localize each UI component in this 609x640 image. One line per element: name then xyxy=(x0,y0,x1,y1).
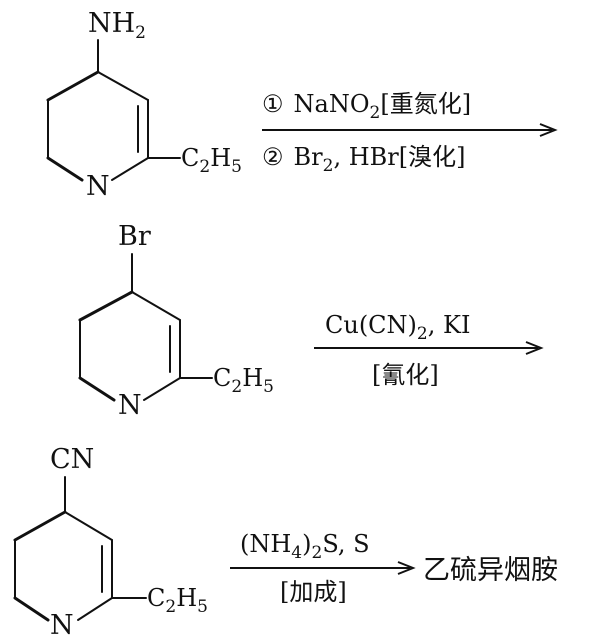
bond-line xyxy=(78,376,116,402)
bond-line xyxy=(46,156,84,182)
arrow-head xyxy=(539,123,558,137)
arrow-head xyxy=(525,341,544,355)
cyano-group-label: CN xyxy=(50,444,94,475)
bond-line xyxy=(78,290,134,322)
bond-line xyxy=(111,157,149,181)
reaction-arrow-2: Cu(CN)2, KI [氰化] xyxy=(314,311,544,389)
ring-nitrogen-label: N xyxy=(118,390,142,421)
ring-nitrogen-label: N xyxy=(50,610,74,640)
bond-line xyxy=(77,597,113,621)
molecule-4-bromo-2-ethylpyridine: Br N C2H5 xyxy=(78,221,274,421)
ethyl-group-label: C2H5 xyxy=(213,364,274,397)
condition-note-label: [加成] xyxy=(280,578,347,606)
bond-line xyxy=(46,70,100,102)
bond-line xyxy=(131,291,181,321)
ring-nitrogen-label: N xyxy=(86,171,110,202)
arrow-head xyxy=(397,561,416,575)
molecule-4-cyano-2-ethylpyridine: CN N C2H5 xyxy=(13,444,208,640)
condition-label: (NH4)2S, S xyxy=(240,530,370,563)
bond-line xyxy=(64,511,113,541)
condition-note-label: [氰化] xyxy=(372,361,439,389)
reaction-arrow-3: (NH4)2S, S [加成] xyxy=(230,530,416,606)
product-name-label: 乙硫异烟胺 xyxy=(423,555,558,586)
bond-line xyxy=(143,377,181,401)
amino-group-label: NH2 xyxy=(88,8,146,43)
molecule-4-amino-2-ethylpyridine: NH2 N C2H5 xyxy=(46,8,242,202)
ethyl-group-label: C2H5 xyxy=(147,584,208,617)
bromo-group-label: Br xyxy=(118,221,151,252)
ethyl-group-label: C2H5 xyxy=(181,144,242,177)
bond-line xyxy=(97,71,149,101)
bond-line xyxy=(13,596,50,622)
condition-label: Cu(CN)2, KI xyxy=(325,311,470,344)
bond-line xyxy=(13,510,67,542)
